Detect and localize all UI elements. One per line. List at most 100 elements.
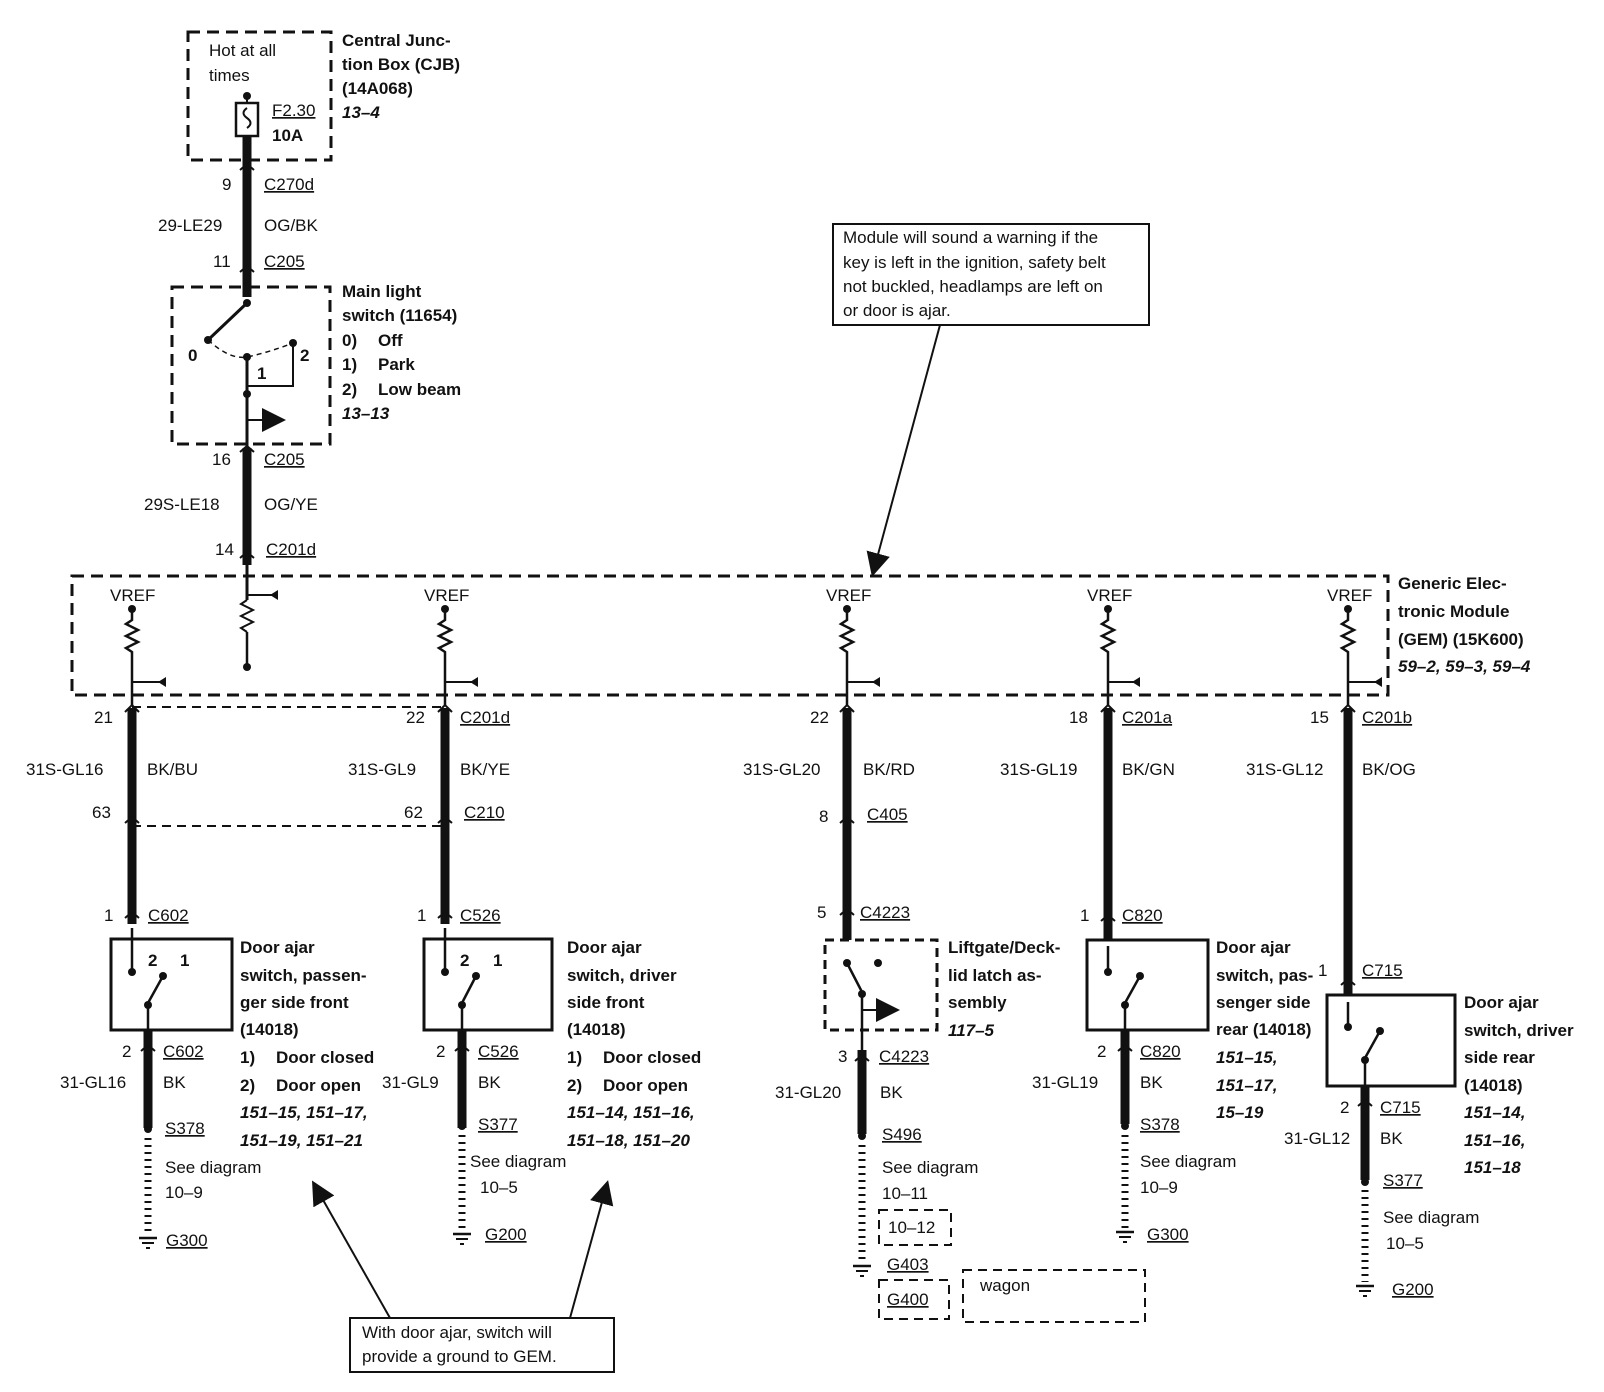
sw2-out-pin: 2 <box>436 1042 445 1061</box>
sw2-title-0: Door ajar <box>567 938 642 957</box>
ground-icon-G300-a <box>139 1236 157 1249</box>
warning-note-line1: Module will sound a warning if the <box>843 228 1098 247</box>
pin-8: 8 <box>819 807 828 826</box>
sw1-title-3: (14018) <box>240 1020 299 1039</box>
sw2-out-circuit: 31-GL9 <box>382 1073 439 1092</box>
ground-note-line2: provide a ground to GEM. <box>362 1347 557 1366</box>
sw2-state1: 1) <box>567 1048 582 1067</box>
pin-11: 11 <box>213 252 231 271</box>
warning-note-line3: not buckled, headlamps are left on <box>843 277 1103 296</box>
main-light-switch-box <box>170 285 332 446</box>
gem-title-2: tronic Module <box>1398 602 1509 621</box>
sw5-splice: S377 <box>1383 1171 1423 1190</box>
vref-1: VREF <box>110 586 155 605</box>
sw1-see-ref: 10–9 <box>165 1183 203 1202</box>
pin-14: 14 <box>215 540 234 559</box>
pin-16: 16 <box>212 450 231 469</box>
conn-C270d: C270d <box>264 175 314 194</box>
sw3-out-conn: C4223 <box>879 1047 929 1066</box>
sw3-alt-ref: 10–12 <box>888 1218 935 1237</box>
sw3-ground-alt: G400 <box>887 1290 929 1309</box>
door-ajar-switch-driver-rear: 1 C715 Door ajar switch, driver side rea… <box>1284 961 1574 1299</box>
sw1-state2: 2) <box>240 1076 255 1095</box>
sw2-title-1: switch, driver <box>567 966 677 985</box>
color-OG-YE: OG/YE <box>264 495 318 514</box>
warning-note-line2: key is left in the ignition, safety belt <box>843 253 1106 272</box>
gem-ref: 59–2, 59–3, 59–4 <box>1398 657 1531 676</box>
sw5-out-circuit: 31-GL12 <box>1284 1129 1350 1148</box>
main-switch-pos0: 0) <box>342 331 357 350</box>
sw1-term-b: 1 <box>180 951 189 970</box>
switch-term-0: 0 <box>188 346 197 365</box>
sw2-state2-label: Door open <box>603 1076 688 1095</box>
sw1-splice: S378 <box>165 1119 205 1138</box>
door-ajar-switch-passenger-front: 1 C602 2 1 Door ajar switch, passen- ger… <box>60 906 374 1250</box>
sw1-state1: 1) <box>240 1048 255 1067</box>
sw3-out-color: BK <box>880 1083 903 1102</box>
pin-9: 9 <box>222 175 231 194</box>
sw3-wagon: wagon <box>979 1276 1030 1295</box>
circuit-31S-GL19: 31S-GL19 <box>1000 760 1078 779</box>
sw1-state1-label: Door closed <box>276 1048 374 1067</box>
warning-note-arrow <box>866 324 941 577</box>
sw5-in-pin: 1 <box>1318 961 1327 980</box>
sw2-splice: S377 <box>478 1115 518 1134</box>
sw2-ground: G200 <box>485 1225 527 1244</box>
sw2-see: See diagram <box>470 1152 566 1171</box>
sw1-state2-label: Door open <box>276 1076 361 1095</box>
sw1-in-pin: 1 <box>104 906 113 925</box>
cjb-fuse-rating: 10A <box>272 126 303 145</box>
sw2-state1-label: Door closed <box>603 1048 701 1067</box>
color-OG-BK: OG/BK <box>264 216 319 235</box>
sw4-in-conn: C820 <box>1122 906 1163 925</box>
ground-note-arrow-2 <box>569 1180 614 1319</box>
liftgate-latch-assembly: 5 C4223 Liftgate/Deck- lid latch as- sem… <box>775 903 1146 1323</box>
ground-note-arrow-1 <box>312 1180 391 1319</box>
sw3-in-conn: C4223 <box>860 903 910 922</box>
color-BK-RD: BK/RD <box>863 760 915 779</box>
sw2-see-ref: 10–5 <box>480 1178 518 1197</box>
vref-2: VREF <box>424 586 469 605</box>
pin-62: 62 <box>404 803 423 822</box>
circuit-31S-GL20: 31S-GL20 <box>743 760 821 779</box>
sw5-in-conn: C715 <box>1362 961 1403 980</box>
cjb-hot-label-1: Hot at all <box>209 41 276 60</box>
ground-icon-G403 <box>853 1264 871 1277</box>
color-BK-GN: BK/GN <box>1122 760 1175 779</box>
main-switch-pos2-label: Low beam <box>378 380 461 399</box>
sw1-title-0: Door ajar <box>240 938 315 957</box>
sw2-title-2: side front <box>567 993 645 1012</box>
sw1-title-2: ger side front <box>240 993 349 1012</box>
sw5-title-3: (14018) <box>1464 1076 1523 1095</box>
sw3-in-pin: 5 <box>817 903 826 922</box>
sw2-refs-1: 151–18, 151–20 <box>567 1131 690 1150</box>
conn-C201d-top: C201d <box>266 540 316 559</box>
sw4-out-conn: C820 <box>1140 1042 1181 1061</box>
warning-note-box <box>832 223 1150 326</box>
sw5-out-conn: C715 <box>1380 1098 1421 1117</box>
pin-22-a: 22 <box>406 708 425 727</box>
sw4-title-3: rear (14018) <box>1216 1020 1311 1039</box>
sw2-title-3: (14018) <box>567 1020 626 1039</box>
conn-C201a: C201a <box>1122 708 1173 727</box>
pin-22-b: 22 <box>810 708 829 727</box>
sw4-see: See diagram <box>1140 1152 1236 1171</box>
sw1-refs-0: 151–15, 151–17, <box>240 1103 368 1122</box>
sw4-refs-1: 151–17, <box>1216 1076 1277 1095</box>
circuit-col-5: VREF 15 C201b 31S-GL12 BK/OG <box>1246 586 1416 1002</box>
sw5-out-color: BK <box>1380 1129 1403 1148</box>
circuit-col-1: VREF 21 31S-GL16 BK/BU 63 <box>26 586 198 924</box>
ground-icon-G300-b <box>1116 1230 1134 1243</box>
conn-C201d: C201d <box>460 708 510 727</box>
sw1-term-a: 2 <box>148 951 157 970</box>
gem-title-3: (GEM) (15K600) <box>1398 630 1524 649</box>
sw1-out-pin: 2 <box>122 1042 131 1061</box>
sw4-ground: G300 <box>1147 1225 1189 1244</box>
main-switch-pos1-label: Park <box>378 355 415 374</box>
sw1-refs-1: 151–19, 151–21 <box>240 1131 363 1150</box>
ground-note-line1: With door ajar, switch will <box>362 1323 552 1342</box>
door-ajar-switch-passenger-rear: 1 C820 Door ajar switch, pas- senger sid… <box>1032 906 1313 1244</box>
cjb-box <box>186 30 333 162</box>
sw2-term-a: 2 <box>460 951 469 970</box>
sw3-splice: S496 <box>882 1125 922 1144</box>
